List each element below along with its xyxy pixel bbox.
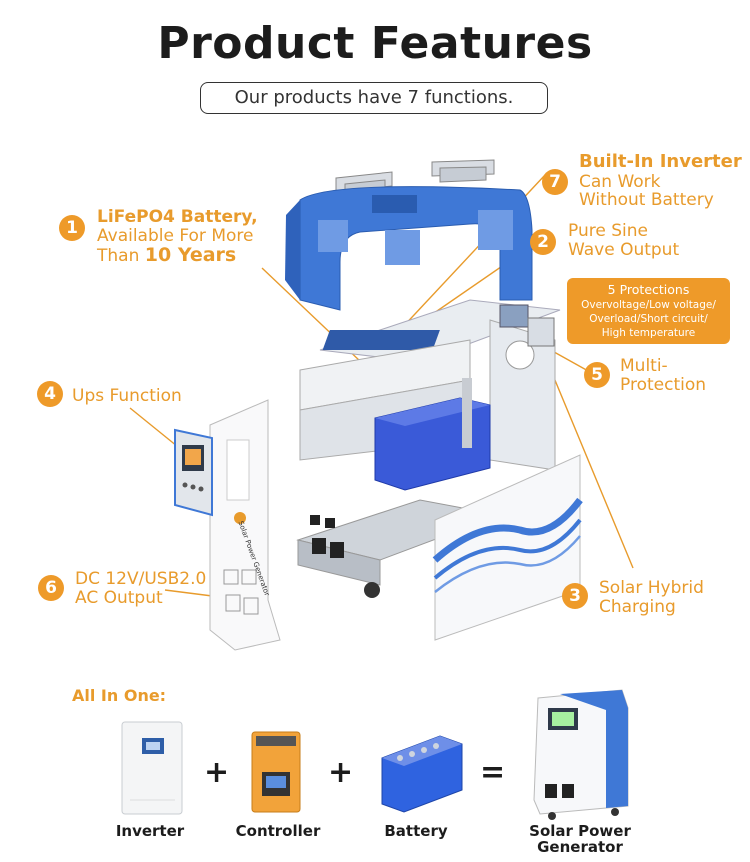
feature-5-line2: Protection: [620, 375, 707, 395]
controller-image: [251, 731, 301, 813]
generator-image: [533, 689, 629, 820]
feature-2-line2: Wave Output: [568, 240, 680, 260]
label-generator: Solar Power Generator: [520, 823, 640, 855]
subtitle-box: Our products have 7 functions.: [200, 82, 548, 114]
feature-3-line1: Solar Hybrid: [599, 578, 704, 598]
front-panel: [209, 399, 281, 651]
feature-4-line1: Ups Function: [72, 386, 182, 406]
feature-2-line1: Pure Sine: [568, 221, 648, 241]
plus-sign-1: +: [204, 755, 230, 790]
label-generator-line1: Solar Power: [529, 822, 631, 840]
feature-3-number: 3: [562, 583, 588, 609]
label-controller: Controller: [235, 822, 321, 840]
inverter-image: [121, 721, 183, 815]
battery-image: [381, 735, 463, 813]
label-battery: Battery: [384, 822, 448, 840]
feature-1-line3-highlight: 10 Years: [144, 244, 237, 266]
label-inverter: Inverter: [115, 822, 185, 840]
feature-6-number: 6: [38, 575, 64, 601]
all-in-one-products: [121, 689, 629, 820]
feature-3-line2: Charging: [599, 597, 676, 617]
protections-box: 5 Protections Overvoltage/Low voltage/ O…: [567, 278, 730, 344]
battery-block: [374, 378, 491, 491]
feature-5-line1: Multi-: [620, 356, 668, 376]
feature-1-line1: LiFePO4 Battery,: [97, 207, 258, 227]
feature-1-line2: Available For More: [97, 226, 254, 246]
equals-sign: =: [480, 755, 506, 790]
protections-line1: Overvoltage/Low voltage/: [581, 299, 716, 311]
top-handles: [335, 159, 495, 199]
protections-line2: Overload/Short circuit/: [589, 313, 708, 325]
lcd-module: [174, 428, 213, 517]
feature-7-line1: Built-In Inverter: [579, 151, 742, 172]
feature-1-line3-prefix: Than: [97, 246, 145, 266]
feature-7-line3: Without Battery: [579, 190, 714, 210]
plus-sign-2: +: [328, 755, 354, 790]
feature-2-number: 2: [530, 229, 556, 255]
protections-line3: High temperature: [601, 327, 696, 339]
feature-7-line2: Can Work: [579, 172, 661, 192]
side-panel: [432, 454, 583, 641]
blue-cover: [285, 186, 533, 311]
exploded-diagram: [129, 159, 634, 651]
terminal-blocks: [499, 304, 555, 347]
protections-heading: 5 Protections: [607, 282, 690, 297]
feature-1-number: 1: [59, 215, 85, 241]
all-in-one-heading: All In One:: [72, 686, 167, 705]
page-title: Product Features: [157, 18, 593, 69]
feature-1-line3: Than 10 Years: [97, 244, 237, 266]
feature-7-number: 7: [542, 169, 568, 195]
feature-5-number: 5: [584, 362, 610, 388]
feature-6-line2: AC Output: [75, 588, 163, 608]
feature-4-number: 4: [37, 381, 63, 407]
label-generator-line2: Generator: [537, 838, 623, 856]
feature-6-line1: DC 12V/USB2.0: [75, 569, 207, 589]
